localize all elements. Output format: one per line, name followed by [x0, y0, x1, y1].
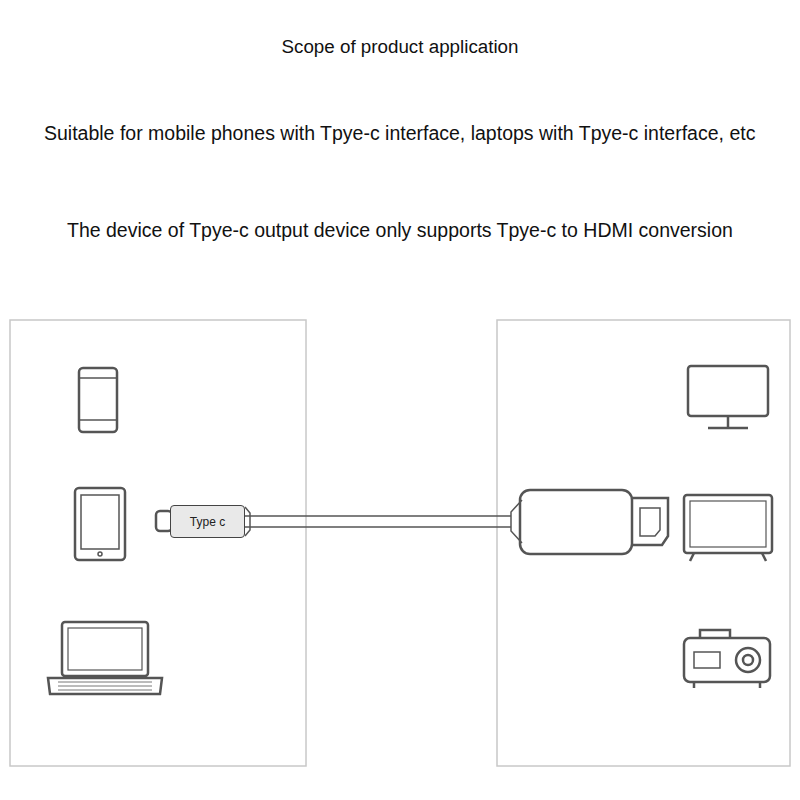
monitor-icon — [688, 366, 768, 416]
display-panel — [497, 320, 790, 766]
hdmi-connector — [520, 490, 632, 554]
tablet-icon — [75, 488, 125, 560]
laptop-icon — [62, 622, 148, 676]
phone-icon — [79, 368, 117, 432]
description-text: The device of Tpye-c output device only … — [67, 219, 733, 242]
cable — [245, 515, 511, 517]
tv-icon — [684, 495, 772, 553]
description-text: Suitable for mobile phones with Tpye-c i… — [44, 122, 755, 145]
projector-icon — [684, 638, 770, 682]
title: Scope of product application — [6, 36, 794, 58]
hdmi-plug — [632, 498, 668, 545]
source-panel — [10, 320, 306, 766]
connector-label: Type c — [190, 515, 225, 529]
type-c-connector: Type c — [170, 505, 245, 538]
